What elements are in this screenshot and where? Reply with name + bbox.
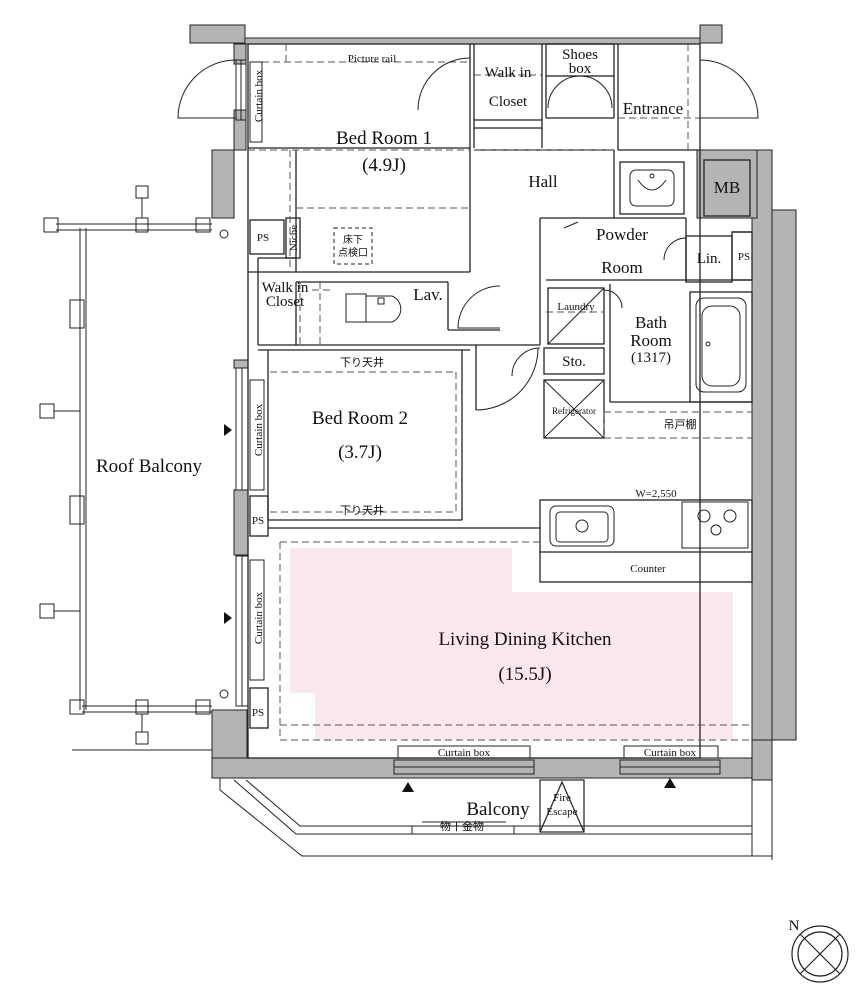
bath-line2: Room (630, 331, 672, 350)
ps-label-3: PS (252, 515, 264, 527)
ldk-floor-highlight (290, 548, 733, 740)
walkin2-line2: Closet (266, 294, 305, 310)
compass-north-label: N (789, 918, 800, 934)
lowered-ceiling-label-1: 下り天井 (340, 355, 384, 369)
niche-label: Niche (288, 225, 300, 251)
ldk-size: (15.5J) (498, 664, 551, 685)
windows (235, 59, 721, 775)
roof-balcony-frame (39, 185, 229, 751)
lav-label: Lav. (413, 285, 443, 304)
door-swings (177, 57, 759, 411)
bedroom1-name: Bed Room 1 (336, 128, 432, 149)
shoes-box-line1: Shoes (562, 47, 598, 63)
counter-width-label: W=2,550 (635, 488, 677, 500)
ldk-name: Living Dining Kitchen (438, 629, 612, 650)
floor-hatch-line2: 点検口 (338, 246, 368, 259)
refrigerator-label: Refrigerator (552, 406, 596, 416)
floor-hatch-line1: 床下 (343, 233, 363, 246)
curtain-box-label-3: Curtain box (253, 591, 265, 644)
ps-label-4: PS (252, 707, 264, 719)
annotation-labels: Picture rail Niche PS PS PS PS Curtain b… (252, 53, 750, 833)
walkin1-line1: Walk in (485, 65, 532, 81)
bath-line1: Bath (635, 313, 668, 332)
structural-walls (189, 24, 797, 781)
curtain-box-label-5: Curtain box (644, 747, 697, 759)
curtain-box-label-2: Curtain box (253, 403, 265, 456)
bedroom2-size: (3.7J) (338, 442, 382, 463)
drying-hardware-label: 物干金物 (440, 819, 484, 833)
curtain-box-label-1: Curtain box (253, 69, 265, 122)
balcony-label: Balcony (466, 799, 530, 820)
mb-label: MB (714, 178, 740, 197)
laundry-label: Laundry (557, 301, 595, 313)
room-labels: Bed Room 1 (4.9J) Bed Room 2 (3.7J) Livi… (96, 47, 740, 820)
fixtures (333, 169, 749, 549)
counter-label: Counter (630, 563, 666, 575)
curtain-box-label-4: Curtain box (438, 747, 491, 759)
lin-label: Lin. (697, 251, 722, 267)
window-arrows (224, 424, 676, 792)
fire-escape-line1: Fire (553, 792, 571, 804)
shoes-box-line2: box (569, 61, 592, 77)
walkin1-line2: Closet (489, 94, 528, 110)
lowered-ceiling-label-2: 下り天井 (340, 503, 384, 517)
hanging-cabinet-label: 吊戸棚 (664, 417, 697, 431)
fire-escape-hatch (539, 779, 585, 833)
balcony-rail (219, 778, 773, 860)
entrance-label: Entrance (623, 99, 683, 118)
compass-icon (791, 925, 849, 983)
bedroom1-size: (4.9J) (362, 155, 406, 176)
powder-room-line2: Room (601, 258, 643, 277)
fire-escape-line2: Escape (546, 806, 577, 818)
powder-room-line1: Powder (596, 225, 648, 244)
ps-label-1: PS (257, 232, 269, 244)
roof-balcony-label: Roof Balcony (96, 456, 203, 477)
sto-label: Sto. (562, 354, 586, 370)
picture-rail-label: Picture rail (348, 53, 397, 65)
ps-label-2: PS (738, 251, 750, 263)
hall-label: Hall (528, 172, 558, 191)
walkin2-line1: Walk in (262, 280, 309, 296)
bedroom2-name: Bed Room 2 (312, 408, 408, 429)
bath-size: (1317) (631, 350, 671, 366)
